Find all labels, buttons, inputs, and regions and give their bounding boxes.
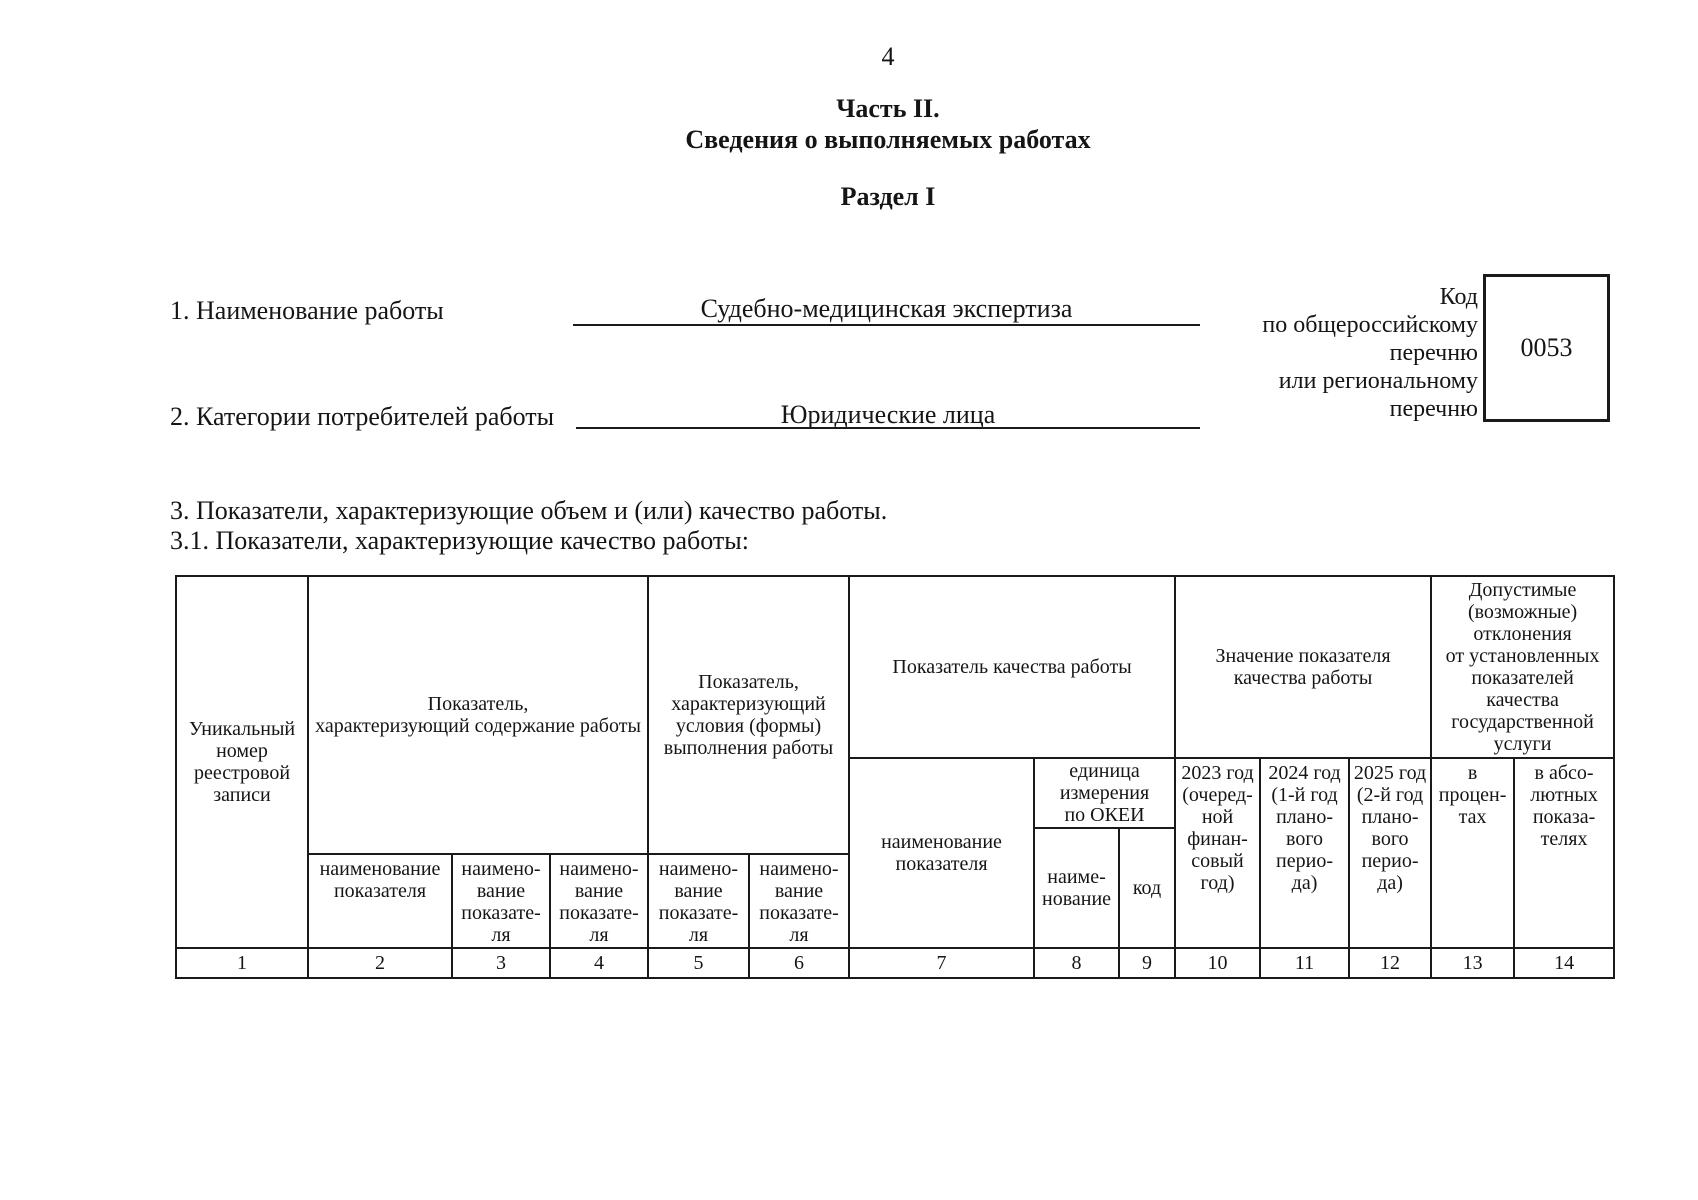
header-quality-indicator-group: Показатель качества работы bbox=[848, 575, 1177, 759]
field1-value: Судебно-медицинская экспертиза bbox=[700, 294, 1073, 323]
page-number: 4 bbox=[881, 42, 895, 71]
column-number: 10 bbox=[1174, 947, 1262, 979]
header-deviation-absolute: в абсо- лютных показа- телях bbox=[1513, 757, 1616, 949]
code-label-line: Код bbox=[1439, 284, 1478, 310]
section-title: Раздел I bbox=[840, 182, 936, 211]
code-label: Код по общероссийскому перечню или регио… bbox=[1120, 283, 1478, 423]
field2-underline bbox=[576, 427, 1200, 429]
header-indicator-name: наимено- вание показате- ля bbox=[549, 853, 649, 949]
header-unique-number: Уникальный номер реестровой записи bbox=[175, 575, 309, 949]
column-number: 1 bbox=[175, 947, 309, 979]
part-subtitle: Сведения о выполняемых работах bbox=[685, 125, 1091, 154]
field1-underline bbox=[573, 324, 1200, 326]
header-year-2023: 2023 год (очеред- ной финан- совый год) bbox=[1174, 757, 1262, 949]
header-unit-code: код bbox=[1118, 827, 1177, 949]
code-box: 0053 bbox=[1483, 274, 1610, 422]
code-label-line: перечню bbox=[1389, 396, 1478, 422]
column-number: 13 bbox=[1430, 947, 1516, 979]
para-volume-quality: 3. Показатели, характеризующие объем и (… bbox=[170, 496, 888, 525]
column-number: 2 bbox=[307, 947, 453, 979]
header-deviation-percent: в процен- тах bbox=[1430, 757, 1516, 949]
field2-value: Юридические лица bbox=[780, 400, 996, 429]
field2-label: 2. Категории потребителей работы bbox=[170, 402, 555, 431]
column-number: 9 bbox=[1118, 947, 1177, 979]
column-number: 3 bbox=[451, 947, 551, 979]
header-unit-name: наиме- нование bbox=[1033, 827, 1121, 949]
header-year-2024: 2024 год (1-й год плано- вого перио- да) bbox=[1259, 757, 1351, 949]
column-number: 14 bbox=[1513, 947, 1616, 979]
header-conditions-indicator-group: Показатель, характеризующий условия (фор… bbox=[646, 575, 851, 855]
column-number: 11 bbox=[1259, 947, 1351, 979]
code-value: 0053 bbox=[1520, 333, 1573, 362]
header-unit-group: единица измерения по ОКЕИ bbox=[1033, 757, 1177, 829]
column-number: 6 bbox=[747, 947, 851, 979]
header-indicator-name: наимено- вание показате- ля bbox=[647, 853, 750, 949]
header-indicator-name-quality: наименование показателя bbox=[848, 757, 1036, 949]
quality-indicators-table: Уникальный номер реестровой записи Показ… bbox=[175, 575, 1616, 979]
code-label-line: по общероссийскому bbox=[1262, 312, 1478, 338]
column-number: 7 bbox=[848, 947, 1036, 979]
column-number: 5 bbox=[647, 947, 750, 979]
header-indicator-name: наимено- вание показате- ля bbox=[747, 853, 851, 949]
column-number: 4 bbox=[549, 947, 649, 979]
header-indicator-name: наименование показателя bbox=[307, 853, 453, 949]
para-quality-indicators: 3.1. Показатели, характеризующие качеств… bbox=[170, 526, 749, 555]
header-content-indicator-group: Показатель, характеризующий содержание р… bbox=[307, 575, 649, 855]
field1-label: 1. Наименование работы bbox=[170, 296, 444, 325]
part-title: Часть II. bbox=[836, 94, 940, 123]
column-number: 8 bbox=[1033, 947, 1121, 979]
header-deviation-group: Допустимые (возможные) отклонения от уст… bbox=[1430, 575, 1616, 759]
code-label-line: перечню bbox=[1389, 340, 1478, 366]
header-year-2025: 2025 год (2-й год плано- вого перио- да) bbox=[1348, 757, 1433, 949]
column-number: 12 bbox=[1348, 947, 1433, 979]
header-value-group: Значение показателя качества работы bbox=[1174, 575, 1433, 759]
code-label-line: или региональному bbox=[1278, 368, 1478, 394]
header-indicator-name: наимено- вание показате- ля bbox=[451, 853, 551, 949]
